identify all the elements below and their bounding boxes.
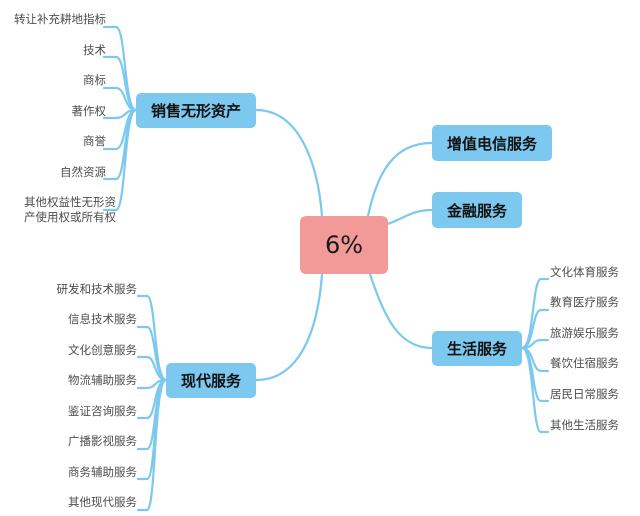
leaf-intangible: 技术 — [83, 43, 106, 57]
connector-modern-leaf — [145, 294, 168, 382]
leaf-intangible: 著作权 — [71, 104, 107, 118]
leaf-intangible: 其他权益性无形资产使用权或所有权 — [24, 195, 116, 224]
leaf-modern: 信息技术服务 — [68, 312, 137, 326]
connector-center-life — [368, 272, 434, 350]
leaf-modern: 物流辅助服务 — [68, 373, 137, 387]
leaf-modern: 其他现代服务 — [68, 495, 137, 509]
connector-center-telecom — [366, 141, 434, 218]
leaf-modern: 文化创意服务 — [68, 343, 137, 357]
connector-life-leaf — [520, 346, 543, 434]
connector-modern-leaf — [145, 378, 168, 512]
leaf-life: 文化体育服务 — [550, 265, 619, 279]
leaf-intangible: 商誉 — [83, 134, 106, 148]
branch-life-services: 生活服务 — [432, 331, 522, 366]
branch-finance: 金融服务 — [432, 192, 522, 228]
leaf-life: 餐饮住宿服务 — [550, 356, 619, 370]
leaf-life: 教育医疗服务 — [550, 295, 619, 309]
leaf-life: 居民日常服务 — [550, 387, 619, 401]
leaf-modern: 广播影视服务 — [68, 434, 137, 448]
connector-intangible-leaf — [114, 25, 138, 112]
branch-intangible-assets-label: 销售无形资产 — [150, 102, 241, 120]
connector-center-modern — [254, 272, 324, 382]
leaf-modern: 研发和技术服务 — [56, 282, 138, 296]
branch-life-services-label: 生活服务 — [446, 340, 507, 358]
branch-modern-services: 现代服务 — [166, 363, 256, 398]
branch-intangible-assets: 销售无形资产 — [136, 93, 256, 128]
connector-center-intangible — [254, 108, 324, 218]
leaf-intangible: 自然资源 — [60, 165, 106, 179]
branch-finance-label: 金融服务 — [446, 201, 507, 220]
branch-telecom-label: 增值电信服务 — [446, 134, 537, 153]
connector-intangible-leaf — [114, 108, 138, 212]
leaf-life: 旅游娱乐服务 — [550, 326, 619, 340]
branch-telecom: 增值电信服务 — [432, 125, 552, 161]
connector-center-finance — [383, 208, 434, 227]
branch-modern-services-label: 现代服务 — [180, 372, 241, 390]
leaf-intangible: 转让补充耕地指标 — [14, 12, 106, 26]
leaf-modern: 商务辅助服务 — [68, 465, 137, 479]
connector-life-leaf — [520, 338, 543, 350]
leaf-intangible: 商标 — [83, 73, 106, 87]
leaf-life: 其他生活服务 — [550, 418, 619, 432]
center-node: 6% — [300, 216, 388, 274]
leaf-modern: 鉴证咨询服务 — [68, 404, 137, 418]
center-label: 6% — [324, 231, 364, 259]
